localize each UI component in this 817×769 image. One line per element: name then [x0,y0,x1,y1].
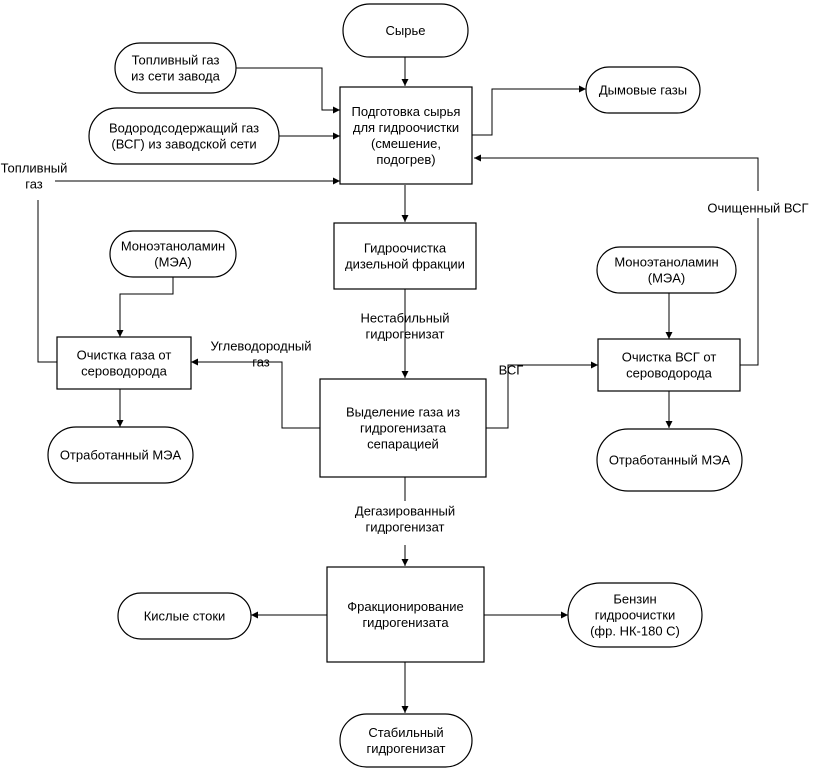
node-hydrotreating-line: Гидроочистка [364,241,447,256]
node-mea-left-shape [109,230,237,278]
node-acid-water-shape [117,592,252,640]
node-hydrotreating-shape [333,222,477,290]
node-stable-hydrogenate-line: Стабильный [368,725,443,740]
node-stable-hydrogenate-shape [339,713,473,768]
node-gasoline-shape [567,582,703,648]
node-spent-mea-left-line: Отработанный МЭА [60,448,182,463]
edge-label-degassed-line: гидрогенизат [365,520,444,535]
node-feed-preparation-line: для гидроочистки [353,120,459,135]
node-feed-preparation-line: (смешение, [371,136,441,151]
edge-fuel-gas-loop [37,200,57,363]
node-hydrogen-gas-line: Водородсодержащий газ [109,121,259,136]
node-feed-preparation-line: Подготовка сырья [352,104,461,119]
node-fractionation-shape [326,566,485,663]
node-acid-water: Кислые стоки [117,592,252,640]
edge-vsg-clean-to-prep [740,217,759,366]
node-flue-gas-shape [585,66,701,114]
edge-label-vsg-line: ВСГ [499,363,524,378]
node-hydrogen-gas-line: (ВСГ) из заводской сети [111,137,256,152]
node-mea-right-line: (МЭА) [648,271,686,286]
node-fuel-gas-plant-line: из сети завода [131,69,220,84]
edge-label-unstable-line: Нестабильный [360,311,449,326]
node-spent-mea-right-line: Отработанный МЭА [609,453,731,468]
node-gasoline-line: гидроочистки [595,608,675,623]
node-mea-right-shape [596,246,737,294]
node-feed: Сырье [342,3,469,58]
node-flue-gas-line: Дымовые газы [599,83,687,98]
edge-separation-to-vsg-clean [486,361,598,429]
node-gas-separation-line: гидрогенизата [360,421,447,436]
node-feed-preparation-line: подогрев) [376,152,435,167]
node-hydrogen-gas: Водородсодержащий газ(ВСГ) из заводской … [88,107,280,165]
node-gas-separation-line: сепарацией [367,437,439,452]
edge-label-hydrocarbon-gas-line: Углеводородный [210,339,311,354]
node-spent-mea-right-shape [596,428,743,492]
edge-label-purified-vsg: Очищенный ВСГ [704,198,812,218]
node-vsg-cleaning-shape [597,338,741,392]
node-gasoline-line: (фр. НК-180 С) [590,624,680,639]
edge-label-purified-vsg-line: Очищенный ВСГ [707,201,808,216]
node-mea-left-line: Моноэтаноламин [121,239,225,254]
node-vsg-cleaning-line: сероводорода [626,366,712,381]
edge-label-unstable-line: гидрогенизат [365,327,444,342]
node-gas-cleaning-shape [56,336,192,390]
edge-labels: ТопливныйгазНестабильныйгидрогенизатУгле… [1,161,812,537]
edge-label-fuel-gas-line: газ [25,177,43,192]
edges [37,57,759,713]
node-feed-shape [342,3,469,58]
edge-label-fuel-gas-line: Топливный [1,161,68,176]
edge-label-vsg: ВСГ [499,363,524,378]
node-mea-left-line: (МЭА) [154,255,192,270]
edge-separation-to-gas-clean [191,358,320,429]
node-gasoline-line: Бензин [613,592,656,607]
node-mea-right: Моноэтаноламин(МЭА) [596,246,737,294]
node-mea-left: Моноэтаноламин(МЭА) [109,230,237,278]
node-gas-separation-line: Выделение газа из [346,405,460,420]
node-fractionation-line: гидрогенизата [362,615,449,630]
node-vsg-cleaning-line: Очистка ВСГ от [622,350,717,365]
node-fuel-gas-plant-line: Топливный газ [132,53,220,68]
node-spent-mea-left: Отработанный МЭА [47,426,194,484]
node-feed-line: Сырье [386,23,426,38]
edge-purified-vsg-to-prep [474,154,759,191]
node-gas-cleaning-line: сероводорода [81,364,167,379]
node-acid-water-line: Кислые стоки [144,609,226,624]
node-spent-mea-right: Отработанный МЭА [596,428,743,492]
node-spent-mea-left-shape [47,426,194,484]
edge-label-purified-vsg-background [704,198,812,218]
node-hydrotreating-line: дизельной фракции [345,257,465,272]
node-fractionation-line: Фракционирование [347,599,464,614]
edge-prep-to-flue-gas [472,85,586,136]
edge-label-degassed-background [347,501,463,537]
node-stable-hydrogenate-line: гидрогенизат [366,741,445,756]
node-feed-preparation-shape [339,86,473,185]
node-mea-right-line: Моноэтаноламин [614,255,718,270]
edge-label-hydrocarbon-gas-line: газ [252,355,270,370]
node-hydrogen-gas-shape [88,107,280,165]
node-gas-cleaning-line: Очистка газа от [77,348,172,363]
node-fuel-gas-plant-shape [114,42,237,94]
edge-label-degassed-line: Дегазированный [355,504,455,519]
edge-mea-left-to-gas-clean [116,277,174,337]
node-gas-separation-shape [319,378,487,478]
edge-fuel-gas-plant-to-prep [236,67,340,114]
node-flue-gas: Дымовые газы [585,66,701,114]
